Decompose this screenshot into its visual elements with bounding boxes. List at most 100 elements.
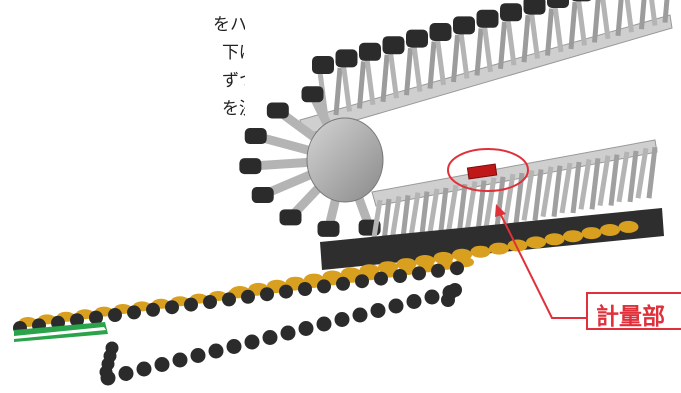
chain-link	[172, 352, 188, 368]
upper-grip-head	[335, 49, 358, 68]
weighing-sensor	[466, 163, 498, 180]
upper-grip-head	[476, 9, 499, 28]
chain-link	[262, 330, 278, 345]
lower-grip-band	[320, 208, 664, 270]
chain-link	[184, 297, 198, 312]
lower-grip-arm	[635, 147, 649, 199]
lower-grip-arm	[494, 176, 506, 229]
chain-link	[393, 269, 407, 283]
chain-link	[355, 274, 369, 289]
wheel-grip-head	[317, 220, 340, 237]
chain-link	[203, 295, 217, 309]
chain-link	[448, 283, 462, 297]
lower-grip-arm	[475, 180, 487, 232]
caption-line-4: を決定します	[222, 99, 245, 119]
chain-link	[260, 287, 274, 302]
upper-grip-arm	[639, 0, 647, 30]
callout-arrowhead	[495, 204, 506, 217]
lower-grip-arm	[456, 183, 468, 236]
lower-grip-arm	[627, 150, 639, 203]
upper-grip-arm	[404, 47, 413, 96]
upper-grip-head	[429, 23, 452, 41]
lower-grip-arm	[570, 161, 582, 214]
upper-grip-arm	[451, 34, 460, 83]
callout-box	[586, 292, 681, 330]
chain-link	[424, 289, 440, 305]
upper-grip-arm	[505, 18, 517, 66]
upper-grip-head	[453, 16, 475, 35]
chain-link	[334, 312, 350, 327]
infeed-belt	[14, 322, 108, 342]
upper-grip-head	[500, 3, 522, 22]
caption-line-2: 下げ計量部で	[222, 43, 245, 63]
product-item	[581, 227, 602, 240]
lower-grip-arm	[616, 151, 630, 203]
upper-grip-arm	[568, 1, 578, 50]
upper-grip-arm	[600, 0, 611, 40]
product-item	[600, 224, 620, 236]
upper-grip-head	[359, 42, 381, 61]
chain-link	[70, 313, 84, 328]
product-item	[563, 230, 583, 243]
wheel-grip-head	[239, 158, 262, 175]
chain-link	[136, 361, 152, 377]
upper-grip-arm	[388, 51, 399, 99]
wheel-grip-head	[279, 209, 302, 226]
chain-link	[370, 303, 386, 318]
chain-link	[316, 316, 332, 332]
upper-grip-arm	[552, 5, 564, 53]
upper-grip-arm	[482, 25, 493, 73]
caption-line-3: ずつの重量を測定、	[222, 71, 245, 91]
chain-link	[108, 308, 122, 322]
lower-grip-arm	[589, 158, 601, 210]
upper-grip-head	[406, 29, 428, 48]
upper-grip-arm	[576, 0, 587, 46]
upper-grip-arm	[435, 38, 446, 86]
upper-grip-head	[547, 0, 569, 8]
lower-grip-arm	[559, 162, 573, 214]
chain-link	[280, 325, 296, 341]
weighing-highlight-circle	[447, 148, 529, 192]
chain-link	[352, 307, 368, 323]
upper-conveyor-rail	[299, 0, 673, 136]
upper-grip-head	[312, 56, 334, 74]
chain-link	[244, 334, 260, 350]
chain-link	[374, 271, 388, 286]
lower-grip-arm	[521, 170, 535, 221]
chain-link	[241, 289, 255, 304]
lower-grip-arm	[608, 154, 620, 206]
lower-grip-arm	[646, 146, 658, 199]
callout-label: 計量部	[596, 304, 665, 330]
lower-grip-arm	[597, 155, 611, 206]
chain-link	[317, 279, 331, 294]
chain-link	[412, 266, 426, 281]
return-chain-upper	[13, 257, 474, 335]
upper-grip-arm	[427, 41, 437, 89]
chain-link	[336, 276, 350, 291]
upper-grip-arm	[380, 54, 390, 103]
chain-link	[279, 284, 293, 299]
upper-grip-arm	[364, 58, 376, 106]
chain-link	[222, 292, 236, 307]
upper-grip-arm	[662, 0, 670, 23]
wheel-hub	[306, 117, 384, 203]
upper-grip-arm	[357, 61, 366, 109]
upper-grip-arm	[498, 21, 507, 70]
upper-grip-arm	[529, 12, 540, 59]
chain-link	[190, 348, 206, 363]
upper-grip-arm	[615, 0, 624, 37]
chain-link	[89, 310, 103, 325]
upper-grip-head	[523, 0, 546, 15]
callout-leader-line	[499, 212, 586, 319]
wheel-grip-head	[266, 102, 289, 119]
chain-link	[226, 339, 242, 354]
caption-line-1: をハンガーグリップで	[213, 15, 245, 35]
chain-link	[431, 263, 445, 278]
return-chain-lower	[99, 283, 462, 386]
lower-grip-arm	[502, 173, 516, 225]
upper-grip-head	[382, 36, 405, 55]
upper-grip-arm	[592, 0, 601, 43]
upper-grip-arm	[341, 65, 352, 112]
upper-grip-arm	[458, 32, 470, 79]
wheel-grip-head	[251, 187, 274, 203]
